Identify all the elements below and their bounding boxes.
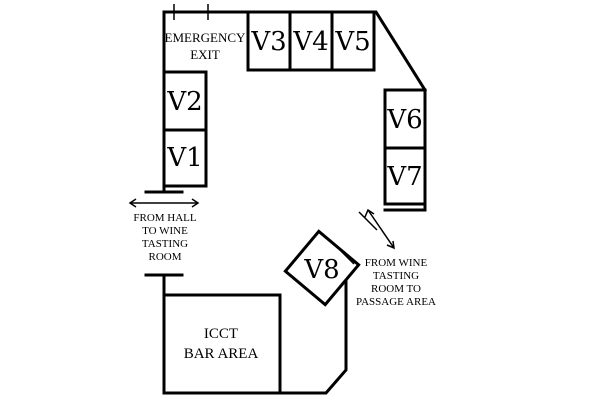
booth-v7-box: [383, 146, 427, 206]
booth-v3-label: V3: [250, 27, 286, 57]
booth-v6-label: V6: [386, 105, 422, 135]
passage-arrow: [364, 208, 395, 250]
booth-v1-label: V1: [166, 143, 202, 173]
booth-v7-label: V7: [386, 162, 422, 192]
wall-left-lower: [162, 253, 348, 395]
passage-exit-line1: FROM WINE: [365, 257, 428, 269]
passage-exit-line3: ROOM TO: [371, 283, 421, 295]
hall-entrance-line1: FROM HALL: [133, 212, 197, 224]
hall-arrow: [128, 198, 200, 208]
bar-area-line2: BAR AREA: [184, 346, 259, 362]
booth-v8-label: V8: [303, 255, 339, 285]
passage-exit-line2: TASTING: [373, 270, 419, 282]
booth-v5[interactable]: V5: [330, 10, 376, 72]
passage-door-mark-2: [339, 249, 355, 265]
booth-v2[interactable]: V2: [162, 70, 208, 132]
hall-entrance-line4: ROOM: [148, 251, 181, 263]
booth-v2-box: [162, 70, 208, 132]
hall-entrance-line2: TO WINE: [142, 225, 188, 237]
booth-v6[interactable]: V6: [383, 88, 427, 150]
booth-v6-box: [383, 88, 427, 150]
bar-area-line1: ICCT: [204, 326, 238, 342]
booth-v1[interactable]: V1: [162, 128, 208, 188]
emergency-exit-line2: EXIT: [190, 47, 220, 62]
hall-entrance-line3: TASTING: [142, 238, 188, 250]
booth-v4-box: [288, 10, 334, 72]
booth-v2-label: V2: [166, 87, 202, 117]
booth-v7[interactable]: V7: [383, 146, 427, 206]
emergency-exit-line1: EMERGENCY: [165, 30, 247, 45]
booth-v3[interactable]: V3: [246, 10, 292, 72]
booth-v5-box: [330, 10, 376, 72]
passage-exit-line4: PASSAGE AREA: [356, 296, 436, 308]
booth-v4-label: V4: [292, 27, 328, 57]
booth-v4[interactable]: V4: [288, 10, 334, 72]
booth-v5-label: V5: [334, 27, 370, 57]
passage-door-mark-1: [358, 211, 378, 231]
bar-counter: [162, 293, 282, 395]
